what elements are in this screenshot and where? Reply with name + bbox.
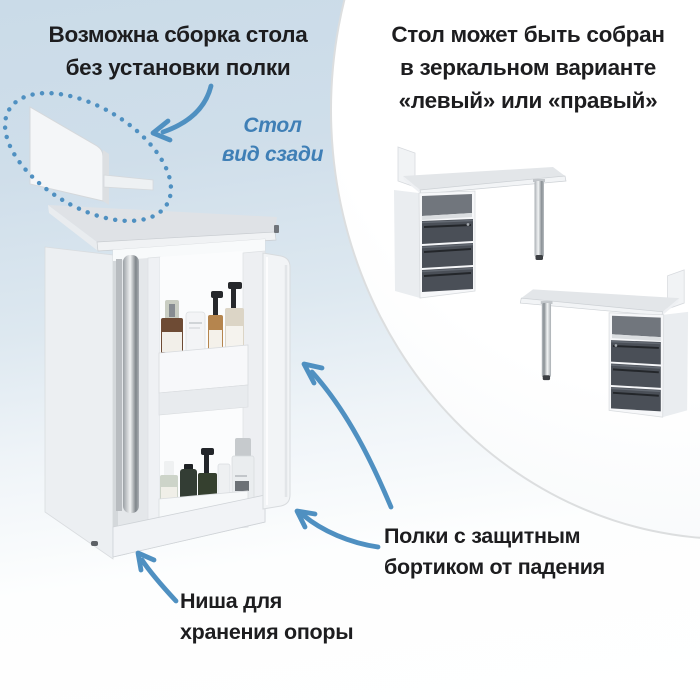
dotted-ellipse-highlight-icon — [2, 90, 174, 224]
cabinet-left-side — [44, 246, 114, 560]
removable-back-shelf — [29, 106, 154, 205]
leg-storage-niche — [113, 255, 161, 547]
cabinet-top-slab — [48, 205, 277, 252]
stored-support-leg — [123, 255, 139, 513]
annotation-table-rear-view: Стол вид сзади — [221, 114, 324, 166]
desk-drawer-cabinet — [394, 190, 476, 299]
curved-arrow-to-removable-shelf-icon — [150, 83, 214, 143]
drawer-lock — [466, 223, 470, 226]
drawer-fronts — [421, 219, 474, 292]
annotation-mirror-assembly: Стол может быть собран в зеркальном вари… — [391, 22, 665, 113]
cabinet-base-band — [112, 494, 266, 558]
curved-arrow-to-upper-shelf-icon — [301, 361, 394, 510]
annotation-leg-niche: Ниша для хранения опоры — [180, 589, 354, 644]
desk-support-leg — [533, 179, 545, 260]
annotation-assembly-without-shelf: Возможна сборка стола без установки полк… — [48, 22, 308, 80]
amber-pump-bottle — [208, 291, 223, 355]
annotation-shelves-guard: Полки с защитным бортиком от падения — [384, 524, 605, 579]
back-opening-header — [113, 239, 265, 263]
brown-foam-bottle — [161, 300, 183, 356]
desk-left-variant-illustration — [394, 146, 567, 299]
upper-shelf-bottles — [161, 282, 244, 356]
cabinet-foot — [91, 541, 98, 546]
curved-arrow-to-shelf-guard-icon — [294, 508, 381, 550]
open-niche — [422, 194, 472, 216]
upper-shelf-guard-rail — [158, 344, 249, 416]
cream-pump-bottle — [225, 282, 244, 355]
cabinet-rear-illustration — [29, 106, 291, 560]
white-tube — [185, 311, 206, 355]
folded-side-panel — [262, 225, 291, 510]
curved-arrow-to-leg-niche-icon — [135, 550, 179, 604]
